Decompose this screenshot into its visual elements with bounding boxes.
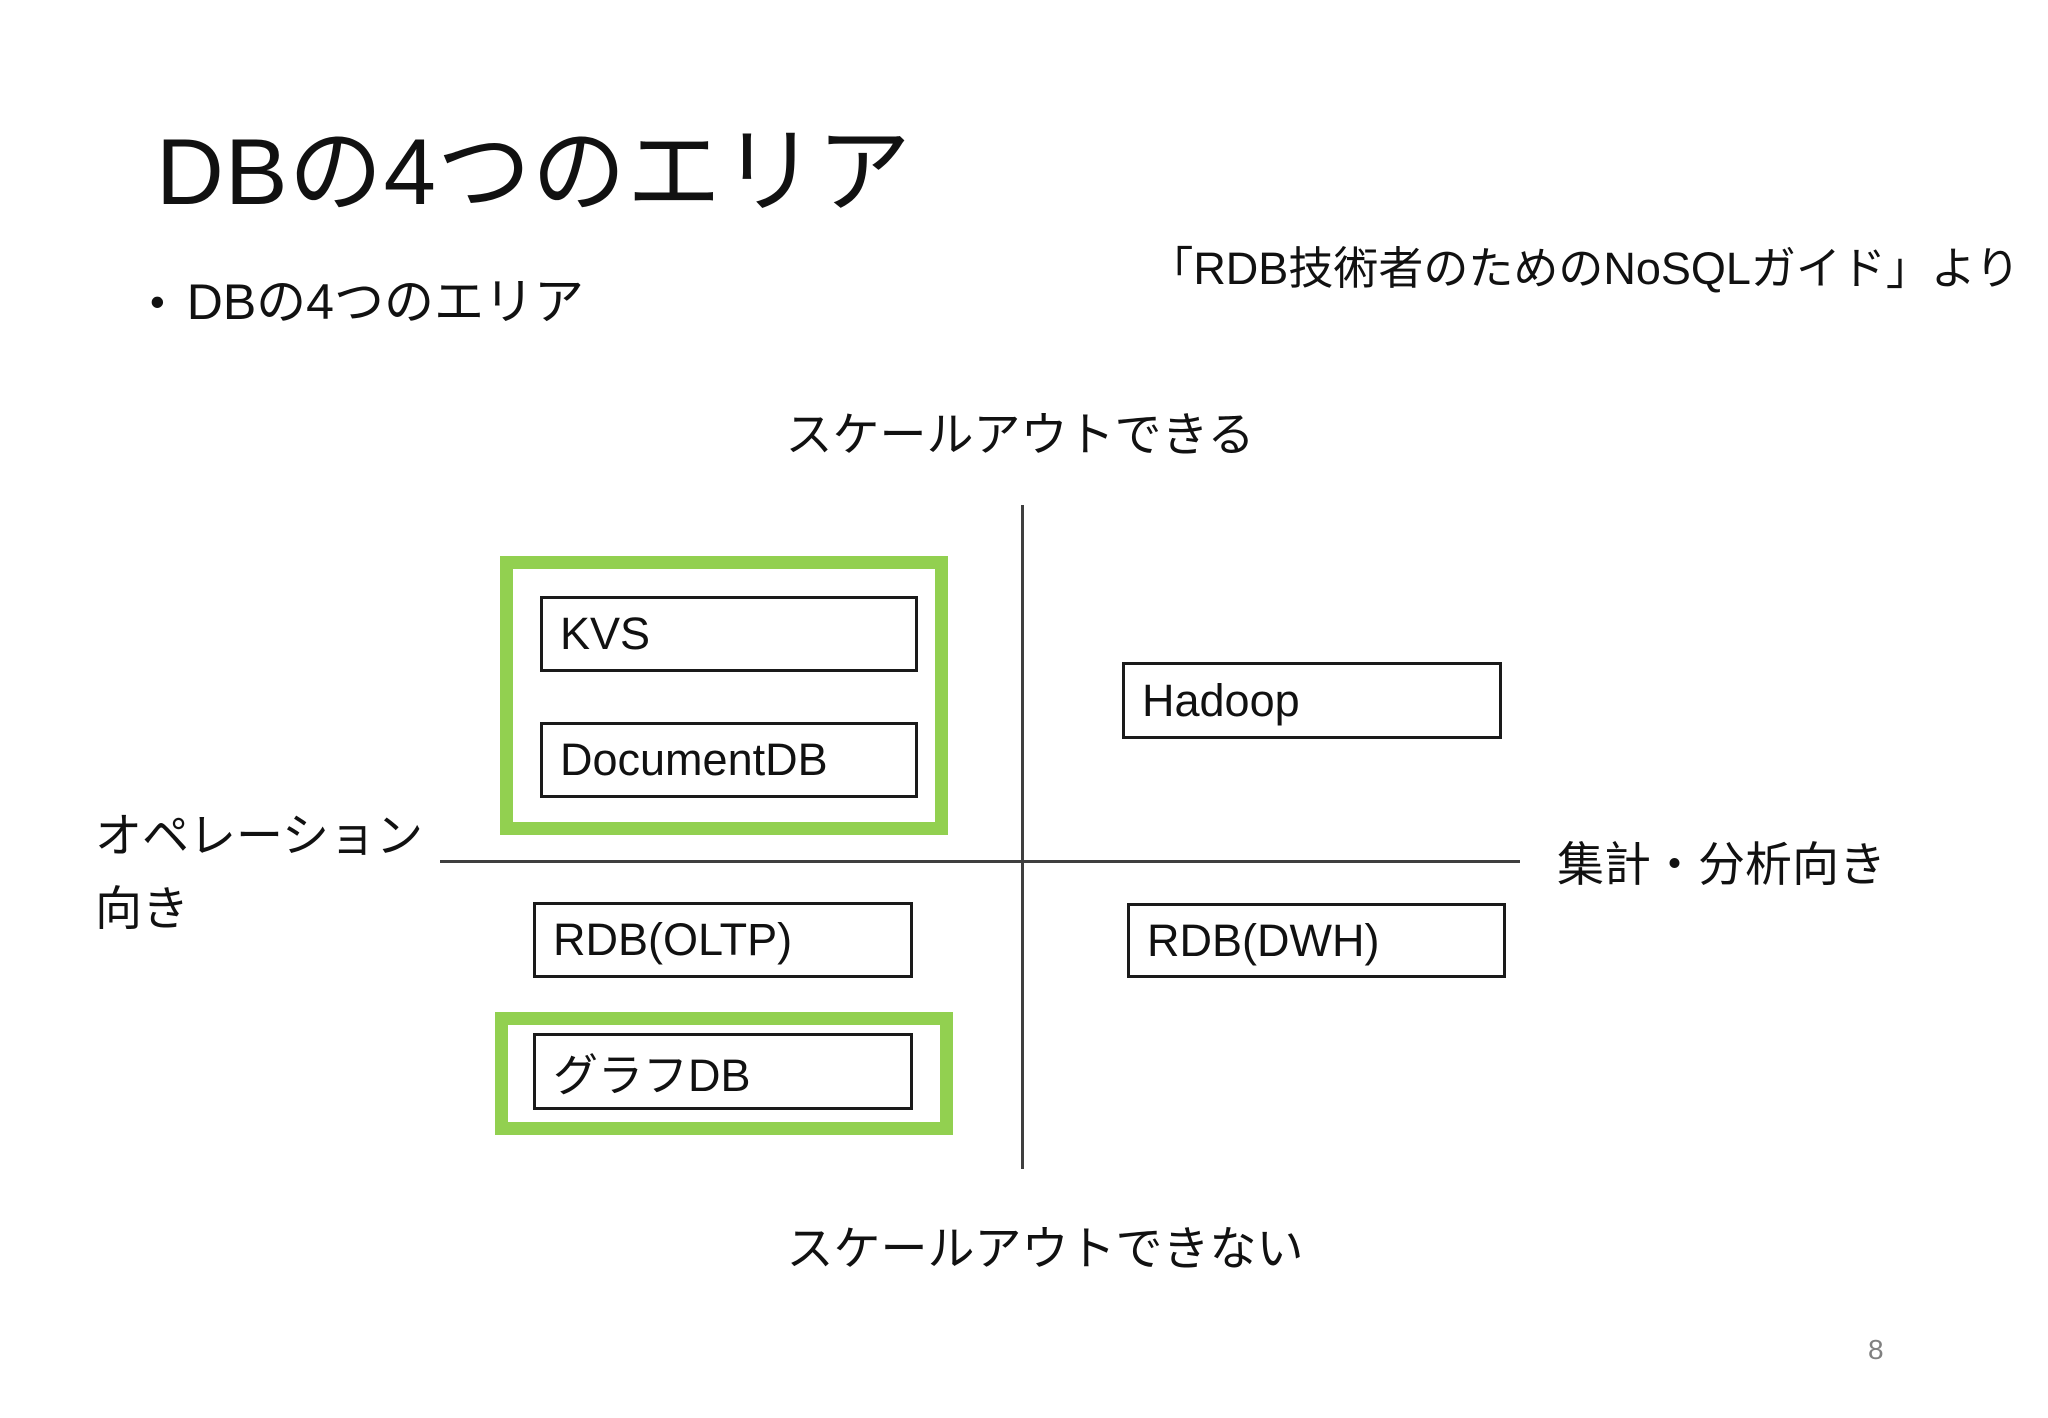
box-documentdb: DocumentDB <box>540 722 918 798</box>
source-attribution: 「RDB技術者のためのNoSQLガイド」より <box>1148 243 2020 294</box>
slide-title: DBの4つのエリア <box>156 119 912 224</box>
box-graphdb: グラフDB <box>533 1033 913 1110</box>
bullet-marker-icon: • <box>150 278 165 325</box>
box-kvs: KVS <box>540 596 918 672</box>
vertical-axis-line <box>1021 505 1024 1169</box>
axis-label-scale-out-impossible: スケールアウトできない <box>786 1222 1304 1275</box>
box-graphdb-label: グラフDB <box>553 1050 751 1101</box>
box-documentdb-label: DocumentDB <box>560 734 828 785</box>
axis-label-analysis-oriented: 集計・分析向き <box>1557 838 1886 891</box>
box-rdb-dwh-label: RDB(DWH) <box>1147 914 1380 966</box>
box-rdb-dwh: RDB(DWH) <box>1127 903 1506 978</box>
page-number: 8 <box>1868 1334 1884 1365</box>
box-kvs-label: KVS <box>560 608 651 659</box>
axis-label-operation-oriented: オペレーション 向き <box>95 800 423 946</box>
axis-label-left-line1: オペレーション <box>95 809 424 862</box>
box-rdb-oltp: RDB(OLTP) <box>533 902 913 978</box>
box-hadoop-label: Hadoop <box>1142 674 1300 726</box>
bullet-text: DBの4つのエリア <box>186 274 584 330</box>
horizontal-axis-line <box>440 860 1520 863</box>
box-hadoop: Hadoop <box>1122 662 1502 739</box>
axis-label-left-line2: 向き <box>95 881 189 935</box>
axis-label-scale-out-possible: スケールアウトできる <box>785 408 1255 461</box>
bullet-item: • DBの4つのエリア <box>150 262 584 334</box>
box-rdb-oltp-label: RDB(OLTP) <box>553 914 793 965</box>
